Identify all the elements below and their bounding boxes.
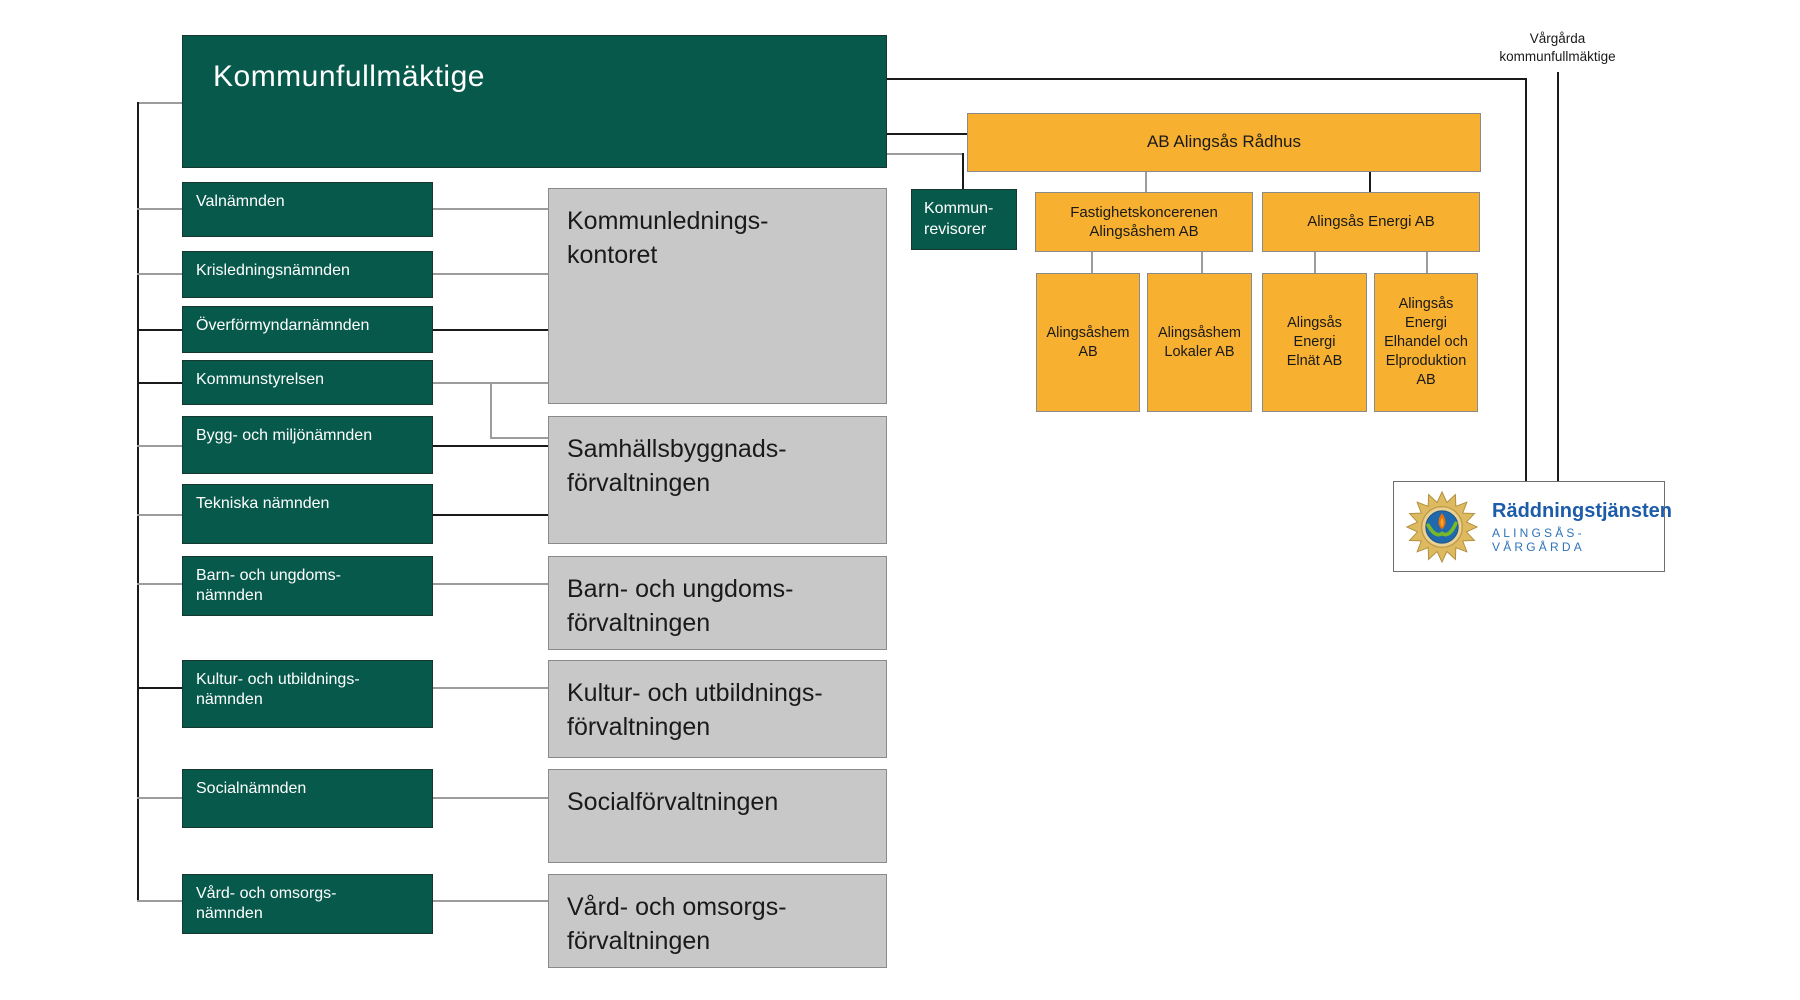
connector-energi-to-elnat (1314, 252, 1316, 273)
connector-social-left (137, 797, 183, 799)
raddningstjansten-box: Räddningstjänsten ALINGSÅS-VÅRGÅRDA (1393, 481, 1672, 572)
namnd-kommunstyrelsen: Kommunstyrelsen (182, 360, 433, 405)
namnd-krisledningsnamnden: Krisledningsnämnden (182, 251, 433, 298)
connector-revisorer-drop (962, 153, 964, 189)
kommunrevisorer-box: Kommun- revisorer (911, 189, 1017, 250)
connector-fullmaktige-to-raddningstjanst (887, 78, 1527, 80)
kommunfullmaktige-box: Kommunfullmäktige (182, 35, 887, 168)
bolag-energi-elhandel: Alingsås Energi Elhandel och Elproduktio… (1374, 273, 1478, 412)
connector-social-right (433, 797, 548, 799)
namnd-tekniska: Tekniska nämnden (182, 484, 433, 544)
bolag-ab-alingsas-radhus: AB Alingsås Rådhus (967, 113, 1481, 172)
connector-vard-right (433, 900, 548, 902)
forvaltning-kommunledningskontoret: Kommunlednings- kontoret (548, 188, 887, 404)
bolag-fastighetskoncernen-alingsashem: Fastighetskoncerenen Alingsåshem AB (1035, 192, 1253, 252)
connector-raddningstjanst-drop-left (1525, 78, 1527, 481)
connector-kultur-left (137, 687, 183, 689)
bolag-alingsashem-ab: Alingsåshem AB (1036, 273, 1140, 412)
connector-barn-right (433, 583, 548, 585)
connector-valnamnden-right (433, 208, 548, 210)
bolag-energi-elnat: Alingsås Energi Elnät AB (1262, 273, 1367, 412)
connector-valnamnden-left (137, 208, 183, 210)
connector-bygg-left (137, 445, 183, 447)
connector-radhus-to-energi (1369, 172, 1371, 192)
namnd-valnamnden: Valnämnden (182, 182, 433, 237)
namnd-vard-omsorg: Vård- och omsorgs- nämnden (182, 874, 433, 934)
connector-kommunstyrelsen-elbow-right (490, 437, 548, 439)
namnd-kultur-utbildning: Kultur- och utbildnings- nämnden (182, 660, 433, 728)
connector-kultur-right (433, 687, 548, 689)
bolag-alingsas-energi: Alingsås Energi AB (1262, 192, 1480, 252)
forvaltning-social: Socialförvaltningen (548, 769, 887, 863)
connector-fastighet-to-alingsashem (1091, 252, 1093, 273)
vargarda-kommunfullmaktige-label: Vårgårda kommunfullmäktige (1499, 31, 1616, 64)
forvaltning-vard-omsorg: Vård- och omsorgs- förvaltningen (548, 874, 887, 968)
connector-vargarda-drop (1557, 72, 1559, 481)
connector-tekniska-right (433, 514, 548, 516)
namnd-barn-ungdom: Barn- och ungdoms- nämnden (182, 556, 433, 616)
connector-bygg-right (433, 445, 548, 447)
raddningstjansten-badge-icon (1405, 490, 1479, 563)
raddningstjansten-text: Räddningstjänsten ALINGSÅS-VÅRGÅRDA (1492, 500, 1672, 554)
connector-energi-to-elhandel (1426, 252, 1428, 273)
connector-fullmaktige-to-radhus (887, 133, 967, 135)
connector-radhus-to-fastighet (1145, 172, 1147, 192)
connector-overformyndar-right (433, 329, 548, 331)
namnd-bygg-miljo: Bygg- och miljönämnden (182, 416, 433, 474)
connector-left-spine (137, 102, 139, 902)
raddningstjansten-region: ALINGSÅS-VÅRGÅRDA (1492, 525, 1585, 554)
connector-fastighet-to-lokaler (1201, 252, 1203, 273)
connector-spine-top-stub (137, 102, 183, 104)
namnd-social: Socialnämnden (182, 769, 433, 828)
connector-vard-left (137, 900, 183, 902)
connector-tekniska-left (137, 514, 183, 516)
bolag-alingsashem-lokaler: Alingsåshem Lokaler AB (1147, 273, 1252, 412)
forvaltning-samhallsbyggnad: Samhällsbyggnads- förvaltningen (548, 416, 887, 544)
connector-krisledning-left (137, 273, 183, 275)
connector-barn-left (137, 583, 183, 585)
connector-revisorer-horizontal (887, 153, 964, 155)
connector-krisledning-right (433, 273, 548, 275)
forvaltning-kultur-utbildning: Kultur- och utbildnings- förvaltningen (548, 660, 887, 758)
namnd-overformyndarnamnden: Överförmyndarnämnden (182, 306, 433, 353)
connector-overformyndar-left (137, 329, 183, 331)
forvaltning-barn-ungdom: Barn- och ungdoms- förvaltningen (548, 556, 887, 650)
connector-kommunstyrelsen-left (137, 382, 183, 384)
connector-kommunstyrelsen-elbow-down (490, 382, 492, 439)
raddningstjansten-name: Räddningstjänsten (1492, 499, 1673, 522)
